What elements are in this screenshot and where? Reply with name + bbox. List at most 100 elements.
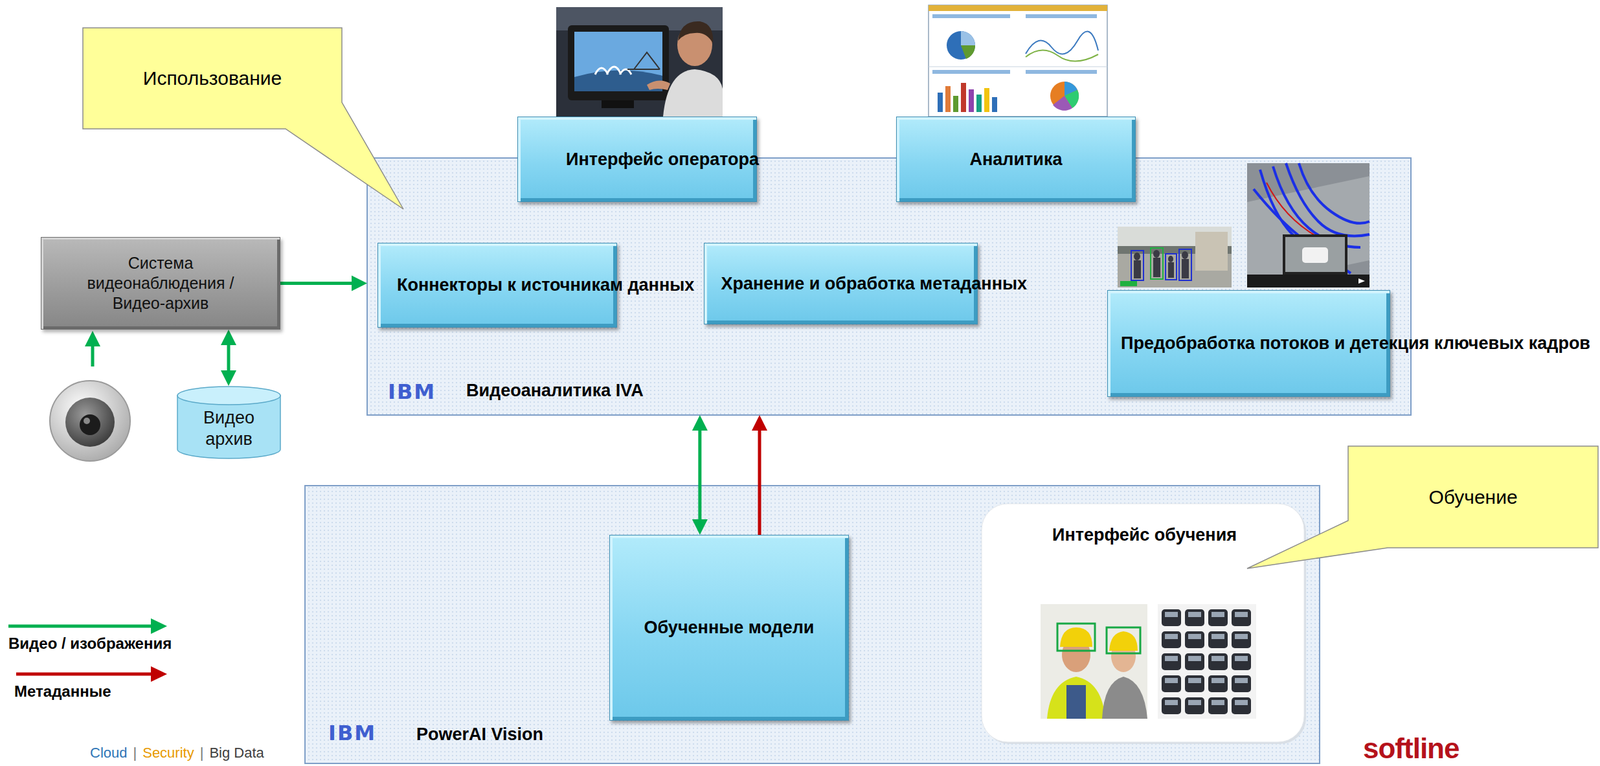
detection-photo-part-part xyxy=(1168,255,1174,263)
training-cars-grid-part-part xyxy=(1234,677,1248,684)
training-cars-grid-part-part xyxy=(1188,633,1202,640)
legend-text: Метаданные xyxy=(14,682,112,702)
dashboard-screenshot-part xyxy=(928,5,1108,117)
detection-photo-part-part xyxy=(1131,250,1144,281)
trajectory-photo-part xyxy=(1247,274,1370,288)
operator-photo xyxy=(556,7,723,117)
legend-red-arrow-part xyxy=(150,666,168,682)
trajectory-photo-part xyxy=(1358,278,1365,284)
training-panel: Интерфейс обучения xyxy=(981,503,1305,743)
trajectory-photo-part xyxy=(1266,182,1325,241)
camera-icon-part xyxy=(65,397,115,447)
training-cars-grid-part-part xyxy=(1184,653,1205,671)
training-cars-grid-part-part xyxy=(1211,611,1225,618)
external-system-box: Система видеонаблюдения / Видео-архив xyxy=(40,236,281,330)
training-workers-photo-part xyxy=(1047,676,1106,719)
training-cars-grid-part-part xyxy=(1234,655,1248,662)
training-cars-grid-part-part xyxy=(1164,633,1178,640)
training-panel-background xyxy=(981,503,1305,743)
operator-photo-part xyxy=(601,100,634,109)
training-cars-grid-part-part xyxy=(1164,677,1178,684)
training-cars-grid-part-part xyxy=(1184,697,1205,715)
arrow-head xyxy=(692,519,708,535)
arrow-head xyxy=(220,370,237,386)
dashboard-screenshot-part xyxy=(946,31,976,60)
legend-text: Видео / изображения xyxy=(8,634,172,654)
node-label: Использование xyxy=(143,66,282,91)
connector-line xyxy=(757,429,761,535)
trajectory-photo-part xyxy=(1282,234,1348,275)
training-workers-photo-part xyxy=(1066,685,1086,719)
detection-photo-part-part xyxy=(1181,259,1189,279)
detection-photo-part-part xyxy=(1181,251,1189,260)
panel-title: Видеоаналитика IVA xyxy=(466,380,644,401)
dashboard-screenshot-part xyxy=(953,95,959,113)
legend-red-arrow xyxy=(16,666,168,682)
node-label: Аналитика xyxy=(969,148,1063,170)
detection-photo-part xyxy=(1117,226,1232,288)
panel-title: PowerAI Vision xyxy=(416,723,544,745)
training-cars-grid-part-part xyxy=(1184,631,1205,649)
dashboard-screenshot-part xyxy=(928,66,1108,68)
connector-line xyxy=(227,343,231,372)
training-cars-grid-part-part xyxy=(1208,609,1228,627)
training-cars-grid-part-part xyxy=(1164,655,1178,662)
footer-text: | xyxy=(200,745,204,761)
training-cars-grid-part-part xyxy=(1208,631,1228,649)
arrow-connector xyxy=(280,275,368,292)
dashboard-screenshot-part xyxy=(984,88,990,113)
training-cars-grid-part-part xyxy=(1211,699,1225,706)
training-cars-grid-part-part xyxy=(1231,675,1251,693)
legend-red-arrow-part xyxy=(16,672,151,677)
training-workers-photo-part-part xyxy=(1057,623,1095,651)
training-cars-grid-part-part xyxy=(1188,611,1202,618)
trajectory-photo xyxy=(1247,163,1370,288)
node-label: Видео архив xyxy=(190,407,269,450)
trajectory-photo-part xyxy=(1253,163,1370,274)
trajectory-photo-part xyxy=(1247,163,1370,288)
detection-photo-part-part xyxy=(1168,262,1174,278)
arrow-connector xyxy=(692,415,708,535)
training-workers-photo-part xyxy=(1109,631,1138,651)
dashboard-screenshot-part xyxy=(932,69,1011,74)
camera-feed-arrow xyxy=(84,330,101,367)
dashboard-screenshot-part xyxy=(932,14,1011,19)
training-cars-grid-part-part xyxy=(1234,611,1248,618)
training-cars-grid-part-part xyxy=(1231,653,1251,671)
training-cars-grid-part-part xyxy=(1161,653,1182,671)
training-cars-grid-part-part xyxy=(1208,697,1228,715)
node-label: Обучение xyxy=(1428,485,1518,509)
dashboard-screenshot-part xyxy=(960,45,976,59)
training-cars-grid-part-part xyxy=(1161,631,1182,649)
arrow-connector xyxy=(751,415,768,535)
detection-photo-part-part xyxy=(1133,252,1141,261)
camera-feed-arrow-part xyxy=(84,330,101,347)
dashboard-screenshot-part xyxy=(968,89,974,113)
detection-photo xyxy=(1117,226,1232,288)
dashboard-screenshot-part xyxy=(1025,49,1099,61)
dashboard-screenshot-part xyxy=(945,86,951,113)
training-cars-grid-part-part xyxy=(1161,697,1182,715)
legend-green-arrow xyxy=(8,618,168,634)
connector-line xyxy=(698,429,702,521)
process-box: Коннекторы к источникам данных xyxy=(377,242,618,328)
callout-box: Обучение xyxy=(1348,446,1599,548)
training-workers-photo-part xyxy=(1040,604,1148,719)
training-cars-grid-part-part xyxy=(1188,699,1202,706)
node-label: Система видеонаблюдения / Видео-архив xyxy=(73,253,248,315)
node-label: Интерфейс обучения xyxy=(1052,524,1234,546)
operator-photo-part xyxy=(677,21,713,44)
legend-green-arrow-part xyxy=(150,618,168,634)
footer-text: Security xyxy=(142,745,194,761)
callout-box: Использование xyxy=(82,27,342,129)
panel-background xyxy=(304,485,1320,764)
process-box: Обученные модели xyxy=(609,534,849,721)
training-cars-grid-part-part xyxy=(1161,609,1182,627)
footer-text: | xyxy=(132,745,137,761)
training-cars-grid xyxy=(1157,604,1257,719)
training-cars-grid-part-part xyxy=(1211,677,1225,684)
training-cars-grid-part-part xyxy=(1211,655,1225,662)
detection-photo-part xyxy=(1195,231,1228,271)
dashboard-screenshot-part xyxy=(1025,69,1097,74)
dashboard-screenshot-part xyxy=(1050,81,1079,111)
